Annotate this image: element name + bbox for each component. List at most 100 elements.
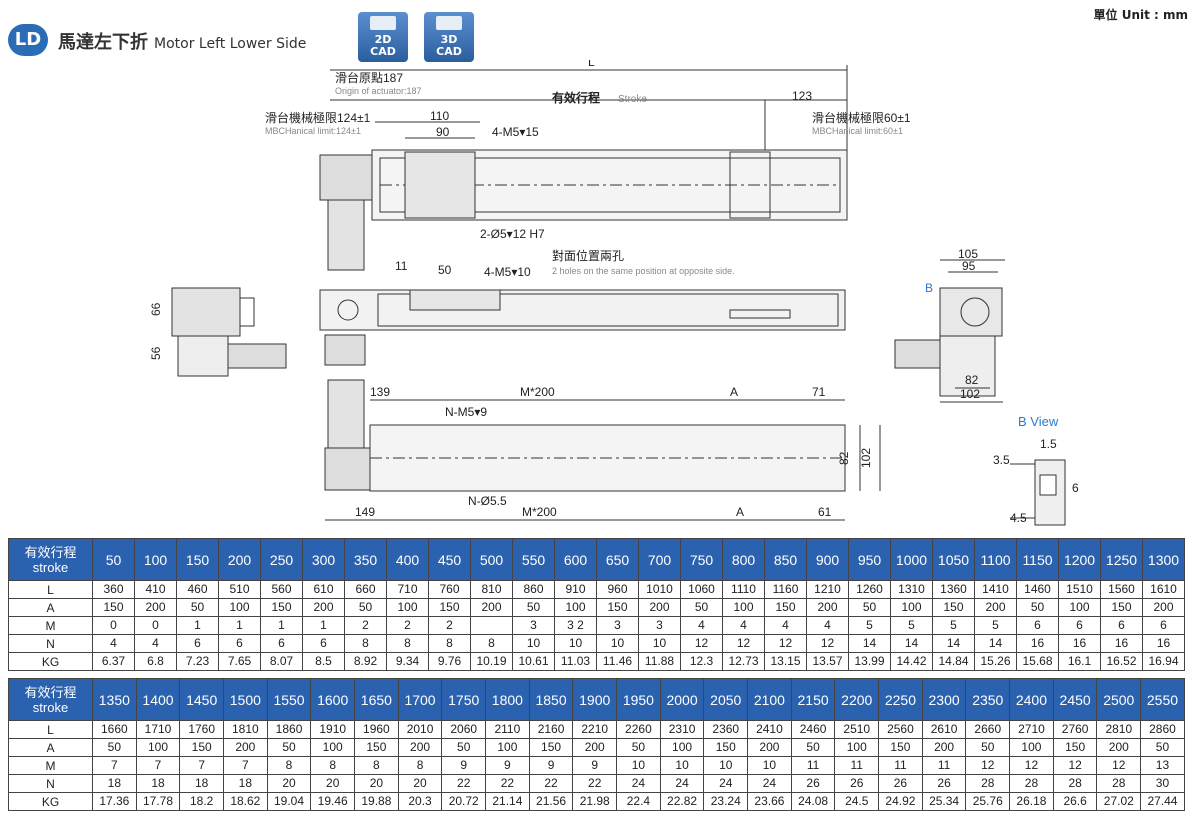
- top-view-motor-block: [319, 154, 373, 201]
- table-cell: 2560: [878, 720, 923, 739]
- dim-82: 82: [965, 373, 979, 387]
- origin-en: Origin of actuator:187: [335, 86, 422, 96]
- table-cell: 2310: [659, 720, 705, 739]
- cad-2d-line1: 2D: [374, 33, 392, 46]
- table-cell: 14.84: [932, 652, 975, 671]
- table-cell: 150: [932, 598, 975, 617]
- table-cell: 100: [834, 738, 880, 757]
- spec-table-2: 有效行程 stroke 1350 1400 1450 1500 1550 160…: [8, 678, 1185, 811]
- dim-110: 110: [430, 109, 449, 123]
- table-cell: 16.1: [1058, 652, 1101, 671]
- table-cell: 9.34: [386, 652, 429, 671]
- table-cell: 100: [1058, 598, 1101, 617]
- table-cell: 8: [354, 756, 399, 775]
- table-cell: 22: [441, 774, 487, 793]
- dim-L: L: [588, 60, 595, 69]
- row-label: KG: [8, 652, 93, 671]
- table-cell: 5: [848, 616, 891, 635]
- table-cell: 9: [441, 756, 487, 775]
- stroke-cell: 2300: [921, 678, 967, 721]
- stroke-cell: 1200: [1058, 538, 1101, 581]
- table-cell: 710: [386, 580, 429, 599]
- table-cell: 13: [1140, 756, 1185, 775]
- table-cell: 200: [302, 598, 345, 617]
- table-cell: 6: [302, 634, 345, 653]
- table-cell: 25.34: [921, 792, 967, 811]
- table-cell: 6: [1058, 616, 1101, 635]
- row-label: KG: [8, 792, 93, 811]
- dim-61: 61: [818, 505, 832, 519]
- cad-2d-button[interactable]: 2D CAD: [358, 12, 408, 62]
- table-cell: 1210: [806, 580, 849, 599]
- table-cell: 24: [616, 774, 661, 793]
- table-cell: 11: [790, 756, 836, 775]
- table-cell: 11: [834, 756, 880, 775]
- table-cell: 1: [260, 616, 303, 635]
- table-cell: 26: [834, 774, 880, 793]
- table-cell: 50: [680, 598, 723, 617]
- table-cell: 1710: [135, 720, 181, 739]
- row-label: N: [8, 634, 93, 653]
- table-cell: 5: [890, 616, 933, 635]
- table-cell: 1260: [848, 580, 891, 599]
- row-label: L: [8, 580, 93, 599]
- model-badge: LD: [8, 24, 48, 56]
- stroke-cell: 150: [176, 538, 219, 581]
- table-cell: 2: [344, 616, 387, 635]
- table-cell: 50: [512, 598, 555, 617]
- table-cell: 28: [1052, 774, 1098, 793]
- table-cell: 15.26: [974, 652, 1017, 671]
- stroke-cell: 500: [470, 538, 513, 581]
- table-cell: 20: [397, 774, 443, 793]
- table-cell: 810: [470, 580, 513, 599]
- table-cell: 11.03: [554, 652, 597, 671]
- table-cell: 12.73: [722, 652, 765, 671]
- stroke-cell: 1350: [92, 678, 137, 721]
- cad-3d-button[interactable]: 3D CAD: [424, 12, 474, 62]
- table-cell: 8: [386, 634, 429, 653]
- table-cell: 150: [354, 738, 399, 757]
- b-marker: B: [925, 281, 933, 295]
- table-cell: 200: [223, 738, 268, 757]
- table-cell: 2060: [441, 720, 487, 739]
- table-cell: 19.04: [266, 792, 312, 811]
- table-cell: 8: [397, 756, 443, 775]
- table-1-stroke-header: 有效行程 stroke: [8, 538, 93, 581]
- table-cell: 150: [878, 738, 923, 757]
- table-cell: 1660: [92, 720, 137, 739]
- table-cell: 21.98: [572, 792, 618, 811]
- table-cell: 100: [1009, 738, 1054, 757]
- dim-11: 11: [395, 259, 408, 273]
- stroke-cell: 1150: [1016, 538, 1059, 581]
- table-cell: 50: [176, 598, 219, 617]
- stroke-cell: 700: [638, 538, 681, 581]
- table-cell: 2610: [921, 720, 967, 739]
- table-cell: 28: [1096, 774, 1142, 793]
- table-cell: 860: [512, 580, 555, 599]
- table-cell: 1510: [1058, 580, 1101, 599]
- row-label: L: [8, 720, 93, 739]
- table-cell: 1860: [266, 720, 312, 739]
- stroke-cell: 1750: [441, 678, 487, 721]
- table-cell: 50: [344, 598, 387, 617]
- table-cell: 12: [1096, 756, 1142, 775]
- stroke-cell: 1850: [528, 678, 574, 721]
- table-2-header-en: stroke: [32, 699, 69, 715]
- table-cell: 6: [1016, 616, 1059, 635]
- table-cell: 100: [135, 738, 181, 757]
- stroke-cell: 1450: [179, 678, 225, 721]
- table-cell: 12: [1052, 756, 1098, 775]
- table-cell: 28: [1009, 774, 1054, 793]
- table-cell: 1: [302, 616, 345, 635]
- table-cell: 2010: [397, 720, 443, 739]
- table-cell: 200: [1142, 598, 1185, 617]
- dim-123: 123: [792, 89, 812, 103]
- opposite-zh: 對面位置兩孔: [552, 248, 624, 263]
- table-cell: 22.82: [659, 792, 705, 811]
- b-view-title: B View: [1018, 414, 1059, 429]
- table-cell: 4: [134, 634, 177, 653]
- table-cell: 4: [806, 616, 849, 635]
